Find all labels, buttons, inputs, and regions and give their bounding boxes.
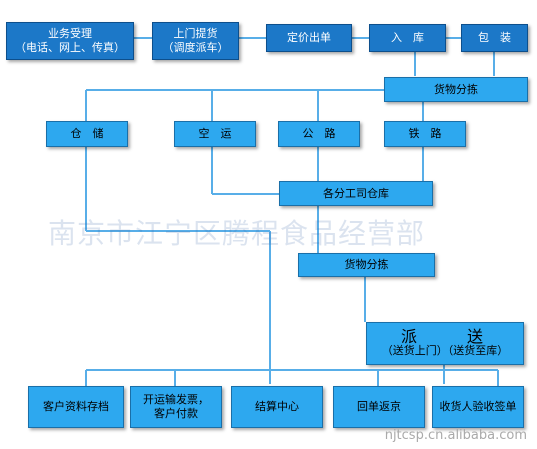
- node-business-line1: 业务受理: [48, 27, 92, 40]
- node-delivery: 派 送 （送货上门）（送货至库）: [366, 322, 524, 365]
- node-pricing: 定价出单: [266, 24, 352, 52]
- node-receipt: 回单返京: [333, 386, 425, 428]
- node-air-line1: 空 运: [198, 127, 232, 140]
- node-rail: 铁 路: [384, 121, 466, 147]
- node-branch: 各分工司仓库: [279, 181, 433, 206]
- node-pricing-line1: 定价出单: [287, 31, 331, 44]
- node-archive: 客户资料存档: [28, 386, 124, 428]
- node-pickup: 上门提货 （调度派车）: [152, 22, 239, 60]
- node-road: 公 路: [278, 121, 360, 147]
- node-sorting1: 货物分拣: [384, 77, 528, 102]
- node-delivery-line2: （送货上门）（送货至库）: [381, 343, 509, 357]
- node-road-line1: 公 路: [302, 127, 336, 140]
- node-business-line2: （电话、网上、传真）: [15, 41, 125, 54]
- node-air: 空 运: [174, 121, 256, 147]
- node-packing-line1: 包 装: [478, 31, 511, 44]
- node-archive-line1: 客户资料存档: [43, 400, 109, 413]
- node-storage: 仓 储: [46, 121, 128, 147]
- node-sorting1-line1: 货物分拣: [434, 82, 478, 96]
- node-invoice-line1: 开运输发票，: [143, 393, 209, 406]
- node-sorting2: 货物分拣: [298, 253, 435, 277]
- watermark-text: 南京市江宁区腾程食品经营部: [48, 217, 426, 250]
- node-storage-line1: 仓 储: [70, 127, 104, 140]
- watermark-site: njtcsp.cn.alibaba.com: [384, 428, 527, 443]
- node-delivery-line1: 派 送: [400, 326, 489, 346]
- node-receipt-line1: 回单返京: [357, 400, 401, 413]
- node-invoice: 开运输发票， 客户付款: [130, 386, 222, 428]
- node-pickup-line2: （调度派车）: [162, 41, 229, 54]
- node-rail-line1: 铁 路: [408, 127, 442, 140]
- node-signoff: 收货人验收签单: [432, 386, 524, 428]
- node-warehousing-line1: 入 库: [391, 31, 424, 44]
- node-sorting2-line1: 货物分拣: [344, 258, 389, 271]
- node-branch-line1: 各分工司仓库: [323, 186, 389, 200]
- node-signoff-line1: 收货人验收签单: [439, 400, 517, 413]
- node-packing: 包 装: [461, 24, 528, 52]
- node-pickup-line1: 上门提货: [173, 27, 218, 40]
- node-settlement: 结算中心: [231, 386, 323, 428]
- node-warehousing: 入 库: [369, 24, 446, 52]
- node-business: 业务受理 （电话、网上、传真）: [6, 22, 134, 60]
- node-invoice-line2: 客户付款: [154, 407, 198, 420]
- node-settlement-line1: 结算中心: [255, 400, 299, 413]
